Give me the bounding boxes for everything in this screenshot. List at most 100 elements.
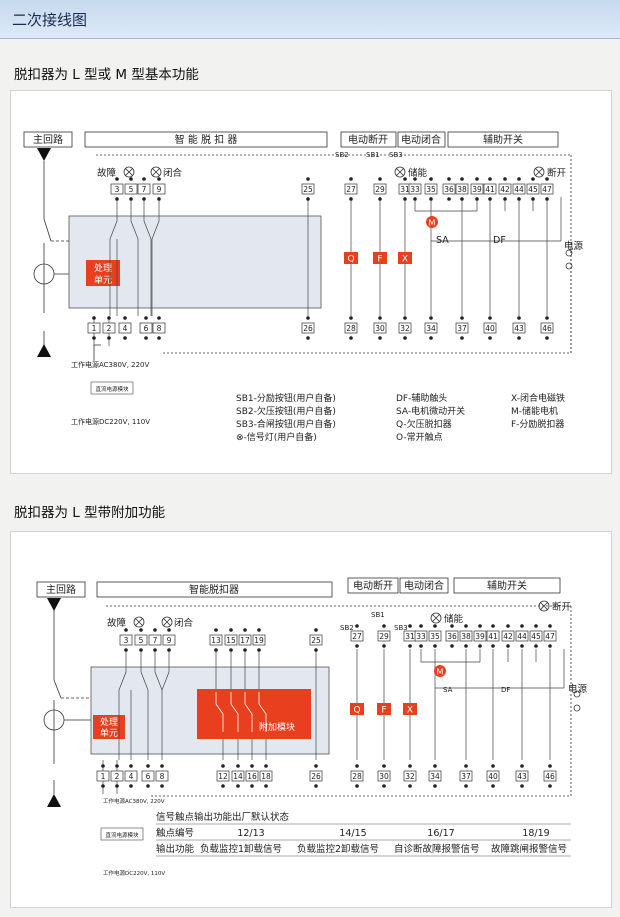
q-undervoltage-coil-2 (350, 703, 364, 715)
sb2-label-2: SB2 (340, 624, 354, 632)
terminal-p1-26: 26 (303, 324, 313, 333)
terminal-box-p2-r-0 (350, 630, 364, 642)
terminal-dot (378, 197, 382, 201)
terminal-dot (506, 644, 510, 648)
terminal-dot (429, 336, 433, 340)
terminal-p1-br-6: 43 (514, 324, 524, 333)
terminal-p2-top-3: 9 (167, 636, 172, 645)
aux-switch-label-2: 辅助开关 (487, 579, 527, 592)
open-label: 断开 (547, 167, 567, 179)
terminal-box-p1-r-7 (470, 183, 484, 195)
terminal-dot (408, 624, 412, 628)
terminal-dot (517, 197, 521, 201)
terminal-dot (257, 648, 261, 652)
terminal-box-p1-r-12 (540, 183, 554, 195)
terminal-box-p1-top-3 (152, 183, 166, 195)
section-title-basic: 脱扣器为 L 型或 M 型基本功能 (14, 67, 199, 83)
terminal-dot (92, 316, 96, 320)
terminal-box-p2-br-6 (515, 770, 529, 782)
terminal-dot (520, 784, 524, 788)
terminal-dot (460, 316, 464, 320)
terminal-box-p1-r-3 (408, 183, 422, 195)
terminal-dot (129, 177, 133, 181)
terminal-box-p2-r-5 (445, 630, 459, 642)
terminal-p2-r-6: 38 (461, 632, 471, 641)
terminal-dot (378, 316, 382, 320)
x-label: X (402, 255, 408, 265)
terminal-box-p1-r-10 (512, 183, 526, 195)
terminal-p2-br-0: 28 (352, 772, 362, 781)
df-label-2: DF (501, 686, 510, 694)
terminal-dot (153, 628, 157, 632)
terminal-dot (488, 316, 492, 320)
terminal-dot (314, 648, 318, 652)
sb3-label-2: SB3 (394, 624, 408, 632)
terminal-dot (382, 624, 386, 628)
main-circuit-label: 主回路 (33, 133, 63, 146)
terminal-box-p2-bot-1 (110, 770, 124, 782)
box-main-circuit (23, 131, 73, 148)
dc-module-label: 直流电源模块 (95, 385, 129, 393)
signal-table-caption: 信号触点输出功能出厂默认状态 (156, 811, 290, 823)
terminal-p2-add-3: 19 (254, 636, 264, 645)
terminal-p1-r-12: 47 (542, 185, 552, 194)
terminal-dot (214, 628, 218, 632)
terminal-box-p1-br-1 (373, 322, 387, 334)
terminal-p1-r-0: 27 (346, 185, 356, 194)
m-motor-2 (434, 665, 446, 677)
terminal-dot (491, 764, 495, 768)
work-power-ac-label-2: 工作电源AC380V, 220V (103, 797, 165, 805)
terminal-box-p2-br-5 (486, 770, 500, 782)
terminal-p1-bot-0: 1 (92, 324, 97, 333)
terminal-dot (447, 177, 451, 181)
output-load2: 负载监控2卸载信号 (297, 843, 379, 855)
terminal-dot (349, 336, 353, 340)
section-title-addon: 脱扣器为 L 型带附加功能 (14, 505, 166, 521)
terminal-p2-r-4: 35 (430, 632, 440, 641)
terminal-dot (243, 648, 247, 652)
terminal-box-p2-25 (309, 634, 323, 646)
legend-sb2: SB2-欠压按钮(用户自备) (236, 405, 336, 417)
legend-sa: SA-电机微动开关 (396, 405, 465, 417)
output-function-label: 输出功能 (156, 843, 195, 855)
terminal-p1-r-2: 31 (400, 185, 410, 194)
page-heading: 二次接线图 (12, 11, 88, 29)
terminal-p2-br-5: 40 (488, 772, 498, 781)
terminal-dot (146, 784, 150, 788)
terminal-p1-br-0: 28 (346, 324, 356, 333)
terminal-box-p2-br-1 (377, 770, 391, 782)
terminal-box-p2-add-3 (252, 634, 266, 646)
diagram-panel-basic: 处理 单元 (10, 90, 612, 474)
fault-label: 故障 (97, 167, 117, 179)
terminal-dot (355, 624, 359, 628)
m-label: M (429, 219, 436, 228)
terminal-box-p1-bot-1 (102, 322, 116, 334)
terminal-dot (503, 197, 507, 201)
terminal-box-p2-26 (309, 770, 323, 782)
terminal-box-p1-r-1 (373, 183, 387, 195)
processing-unit-label-2: 单元 (94, 274, 112, 286)
terminal-p1-bot-1: 2 (107, 324, 112, 333)
terminal-p2-r-2: 31 (405, 632, 415, 641)
terminal-dot (107, 316, 111, 320)
terminal-p2-top-0: 3 (124, 636, 129, 645)
terminal-dot (153, 648, 157, 652)
main-circuit-label-2: 主回路 (46, 583, 76, 596)
terminal-dot (413, 197, 417, 201)
terminal-box-p2-r-6 (459, 630, 473, 642)
terminal-p1-bot-4: 8 (157, 324, 162, 333)
contact-18-19: 18/19 (522, 828, 549, 839)
terminal-box-p1-bot-3 (139, 322, 153, 334)
terminal-dot (503, 177, 507, 181)
box-electric-close (397, 131, 446, 148)
terminal-dot (464, 644, 468, 648)
terminal-p1-top-3: 9 (157, 185, 162, 194)
terminal-p1-top-1: 5 (129, 185, 134, 194)
terminal-box-p2-add-2 (238, 634, 252, 646)
terminal-box-p2-ab-1 (231, 770, 245, 782)
terminal-dot (488, 197, 492, 201)
work-power-dc-label-2: 工作电源DC220V, 110V (103, 869, 165, 877)
output-load1: 负载监控1卸载信号 (200, 843, 282, 855)
sb2-label: SB2 (335, 151, 349, 159)
diagram-panel-addon: 处理 单元 附加模块 (10, 531, 612, 908)
